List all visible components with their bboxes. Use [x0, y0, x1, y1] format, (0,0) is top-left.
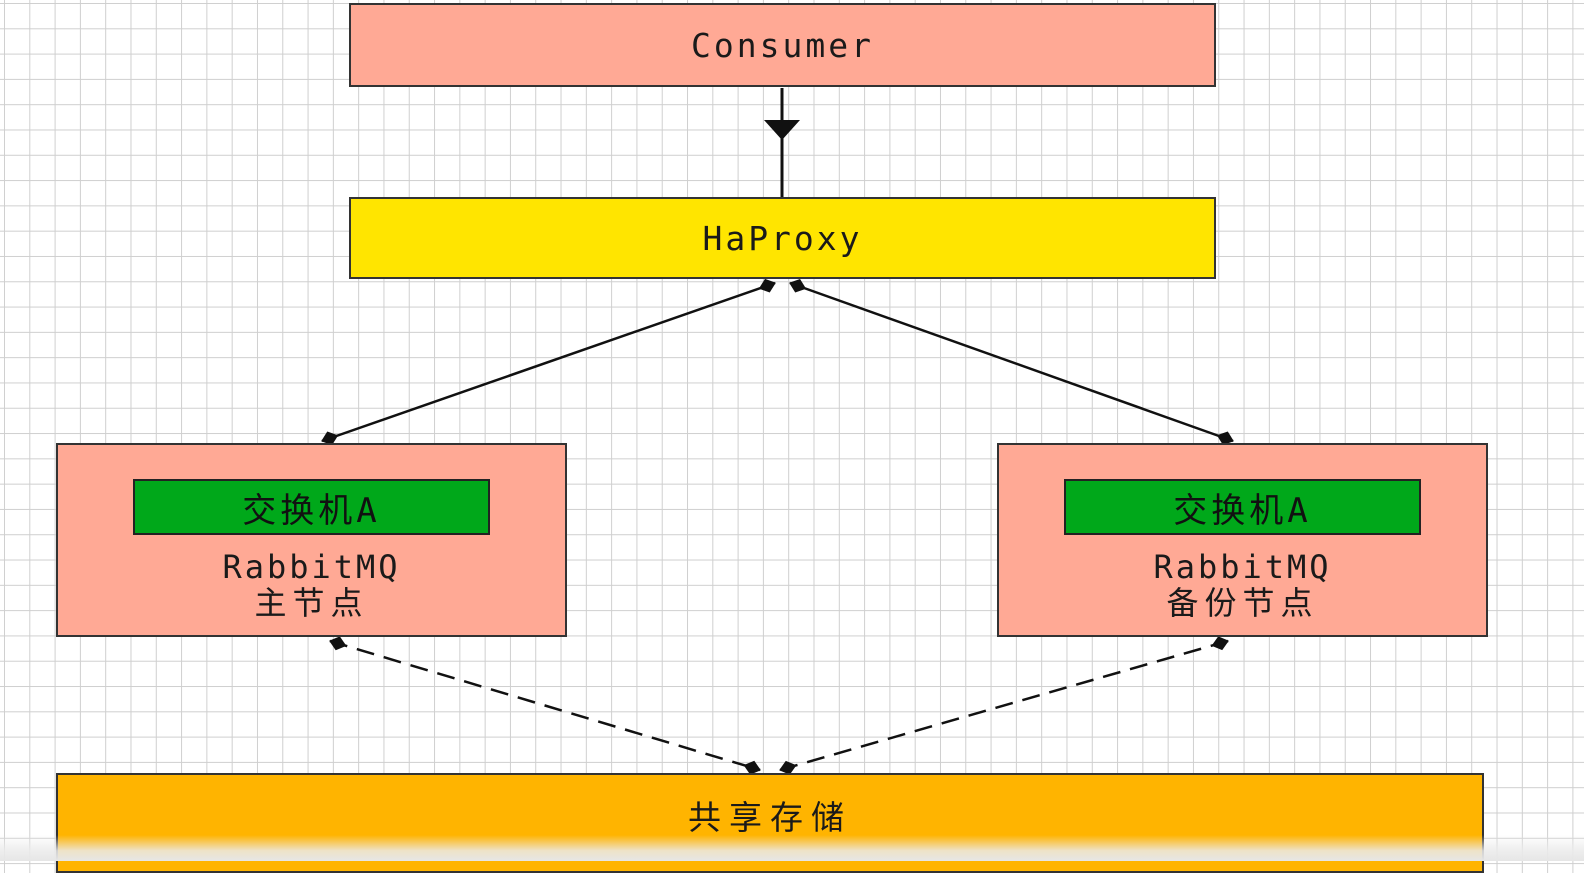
haproxy-node: HaProxy — [349, 197, 1216, 279]
edge-main-storage — [329, 636, 761, 775]
edge-haproxy-main — [321, 278, 776, 446]
rabbitmq-main-name: RabbitMQ — [222, 548, 401, 586]
edge-backup-storage — [779, 636, 1229, 775]
exchange-backup-label: 交换机A — [1173, 490, 1312, 531]
bottom-fade — [0, 835, 1584, 861]
exchange-main-label: 交换机A — [242, 490, 381, 531]
arrowhead-consumer-haproxy — [764, 120, 800, 140]
edge-haproxy-backup — [789, 278, 1234, 446]
shared-storage-label: 共享存储 — [688, 798, 852, 837]
consumer-label: Consumer — [691, 25, 874, 65]
rabbitmq-backup-node: 交换机A RabbitMQ 备份节点 — [997, 443, 1488, 637]
rabbitmq-main-role: 主节点 — [254, 584, 369, 622]
exchange-backup: 交换机A — [1064, 479, 1421, 535]
haproxy-label: HaProxy — [702, 218, 863, 258]
rabbitmq-backup-name: RabbitMQ — [1153, 548, 1332, 586]
rabbitmq-backup-role: 备份节点 — [1166, 584, 1319, 622]
exchange-main: 交换机A — [133, 479, 490, 535]
rabbitmq-main-node: 交换机A RabbitMQ 主节点 — [56, 443, 567, 637]
consumer-node: Consumer — [349, 3, 1216, 87]
